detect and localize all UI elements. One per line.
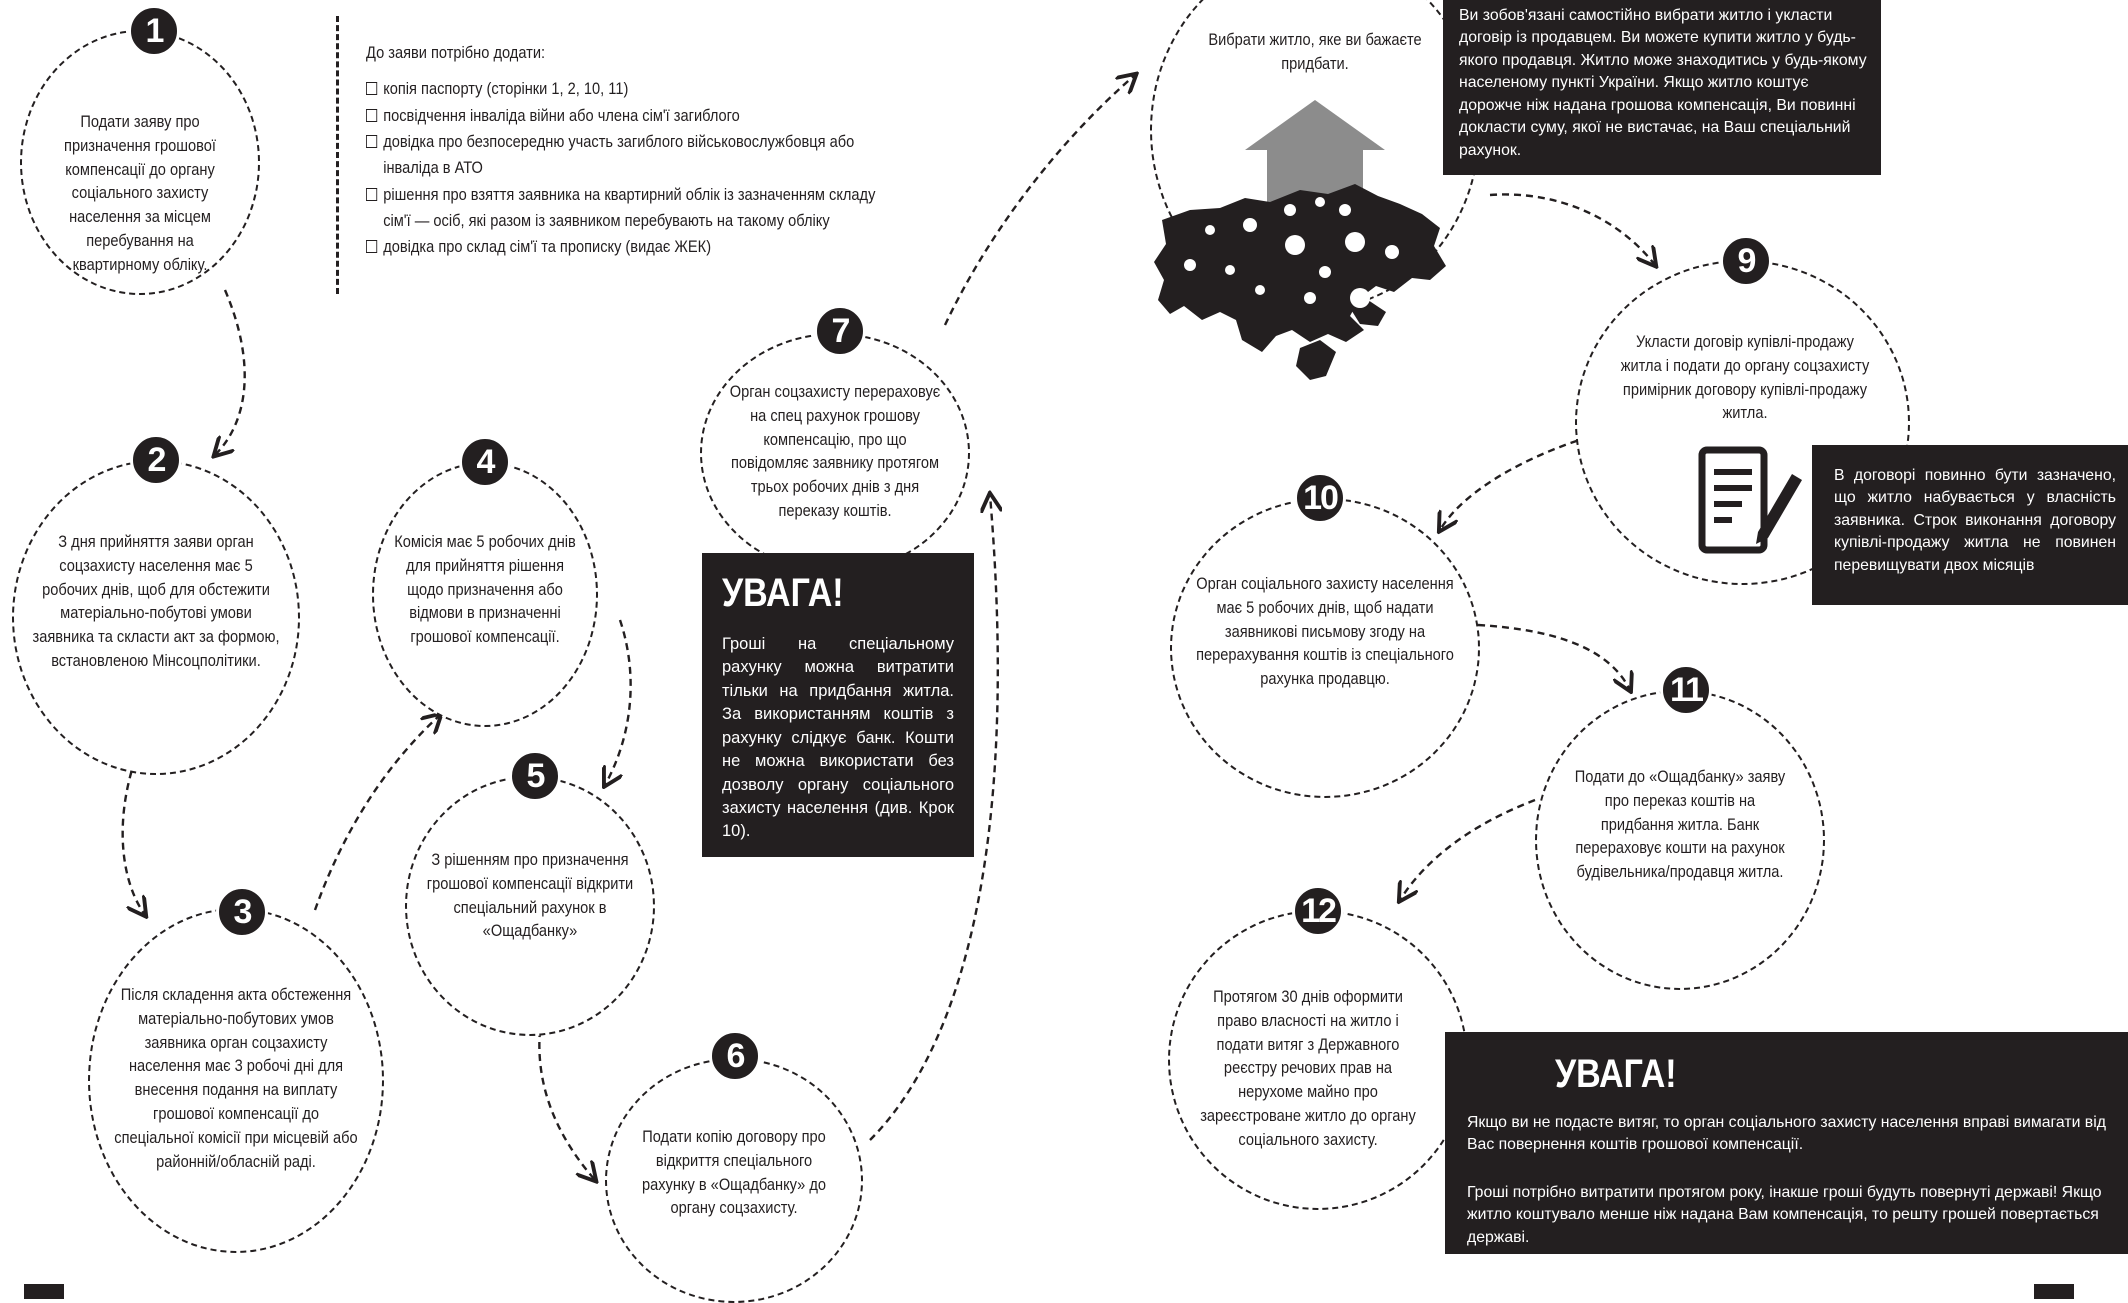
arrow-3-4 <box>313 715 440 911</box>
step-1-badge: 1 <box>128 5 180 57</box>
step-11-badge: 11 <box>1660 664 1712 716</box>
warning-box-right: УВАГА! Якщо ви не подасте витяг, то орга… <box>1445 1032 2128 1254</box>
step-2-text: З дня прийняття заяви орган соцзахисту н… <box>32 532 280 670</box>
arrow-4-5 <box>605 619 632 785</box>
documents-heading: До заяви потрібно додати: <box>366 43 546 62</box>
step-1-text: Подати заяву про призначення грошової ко… <box>64 112 216 274</box>
page-corner-mark <box>2034 1284 2074 1299</box>
arrow-7-8 <box>943 75 1135 326</box>
step-3-circle <box>88 908 384 1253</box>
divider-line <box>336 16 339 294</box>
step-12-badge: 12 <box>1292 885 1344 937</box>
document-item: довідка про безпосередню участь загиблог… <box>366 129 891 182</box>
document-item: рішення про взяття заявника на квартирни… <box>366 182 891 235</box>
step-11-circle <box>1535 690 1825 990</box>
step-7-badge: 7 <box>814 305 866 357</box>
step-4-text: Комісія має 5 робочих днів для прийняття… <box>394 532 576 647</box>
step-9-text: Укласти договір купівлі-продажу житла і … <box>1620 332 1870 423</box>
page-corner-mark <box>24 1284 64 1299</box>
required-documents: До заяви потрібно додати: копія паспорту… <box>366 40 891 261</box>
step-9-badge: 9 <box>1720 235 1772 287</box>
step-5-text: З рішенням про призначення грошової комп… <box>426 850 634 941</box>
warning-text: Гроші на спеціальному рахунку можна витр… <box>722 635 954 841</box>
step-8-text: Вибрати житло, яке ви бажаєте придбати. <box>1208 30 1422 73</box>
arrow-5-6 <box>538 1029 595 1180</box>
arrow-2-3 <box>121 759 145 915</box>
warning-box-left: УВАГА! Гроші на спеціальному рахунку мож… <box>702 553 974 857</box>
step-5-badge: 5 <box>509 750 561 802</box>
step-10-badge: 10 <box>1294 472 1346 524</box>
arrow-1-2 <box>215 289 246 455</box>
ukraine-map-icon <box>1154 184 1446 380</box>
step-3-badge: 3 <box>216 886 268 938</box>
arrow-10-11 <box>1477 623 1630 690</box>
step-2-badge: 2 <box>130 434 182 486</box>
step-4-badge: 4 <box>459 436 511 488</box>
step-6-circle <box>605 1058 863 1303</box>
step-2-circle <box>12 460 300 775</box>
housing-info-box: Ви зобов'язані самостійно вибрати житло … <box>1443 0 1881 175</box>
step-5-circle <box>405 776 655 1036</box>
step-1-circle <box>20 30 260 295</box>
warning-title: УВАГА! <box>1555 1052 1677 1096</box>
warning-text-2: Гроші потрібно витратити протягом року, … <box>1467 1184 2102 1246</box>
document-item: посвідчення інваліда війни або члена сім… <box>366 103 891 129</box>
arrow-8-9 <box>1489 193 1655 265</box>
step-10-circle <box>1170 498 1480 798</box>
contract-document-icon <box>1698 446 1802 554</box>
step-4-circle <box>372 462 598 727</box>
step-6-badge: 6 <box>709 1030 761 1082</box>
step-11-text: Подати до «Ощадбанку» заяву про переказ … <box>1574 767 1786 882</box>
step-12-text: Протягом 30 днів оформити право власност… <box>1200 987 1416 1149</box>
document-item: довідка про склад сім'ї та прописку (вид… <box>366 234 891 260</box>
contract-info-box: В договорі повинно бути зазначено, що жи… <box>1812 445 2128 605</box>
step-7-text: Орган соцзахисту перераховує на спец рах… <box>729 382 941 520</box>
contract-info-text: В договорі повинно бути зазначено, що жи… <box>1834 467 2116 574</box>
housing-info-text: Ви зобов'язані самостійно вибрати житло … <box>1459 7 1867 159</box>
document-item: копія паспорту (сторінки 1, 2, 10, 11) <box>366 76 891 102</box>
arrow-6-7 <box>869 495 998 1141</box>
warning-title: УВАГА! <box>722 571 844 615</box>
warning-text-1: Якщо ви не подасте витяг, то орган соціа… <box>1467 1114 2106 1154</box>
arrow-11-12 <box>1400 798 1536 900</box>
step-6-text: Подати копію договору про відкриття спец… <box>641 1127 827 1218</box>
step-3-text: Після складення акта обстеження матеріал… <box>114 985 358 1171</box>
step-10-text: Орган соціального захисту населення має … <box>1196 574 1454 689</box>
step-12-circle <box>1168 910 1468 1210</box>
